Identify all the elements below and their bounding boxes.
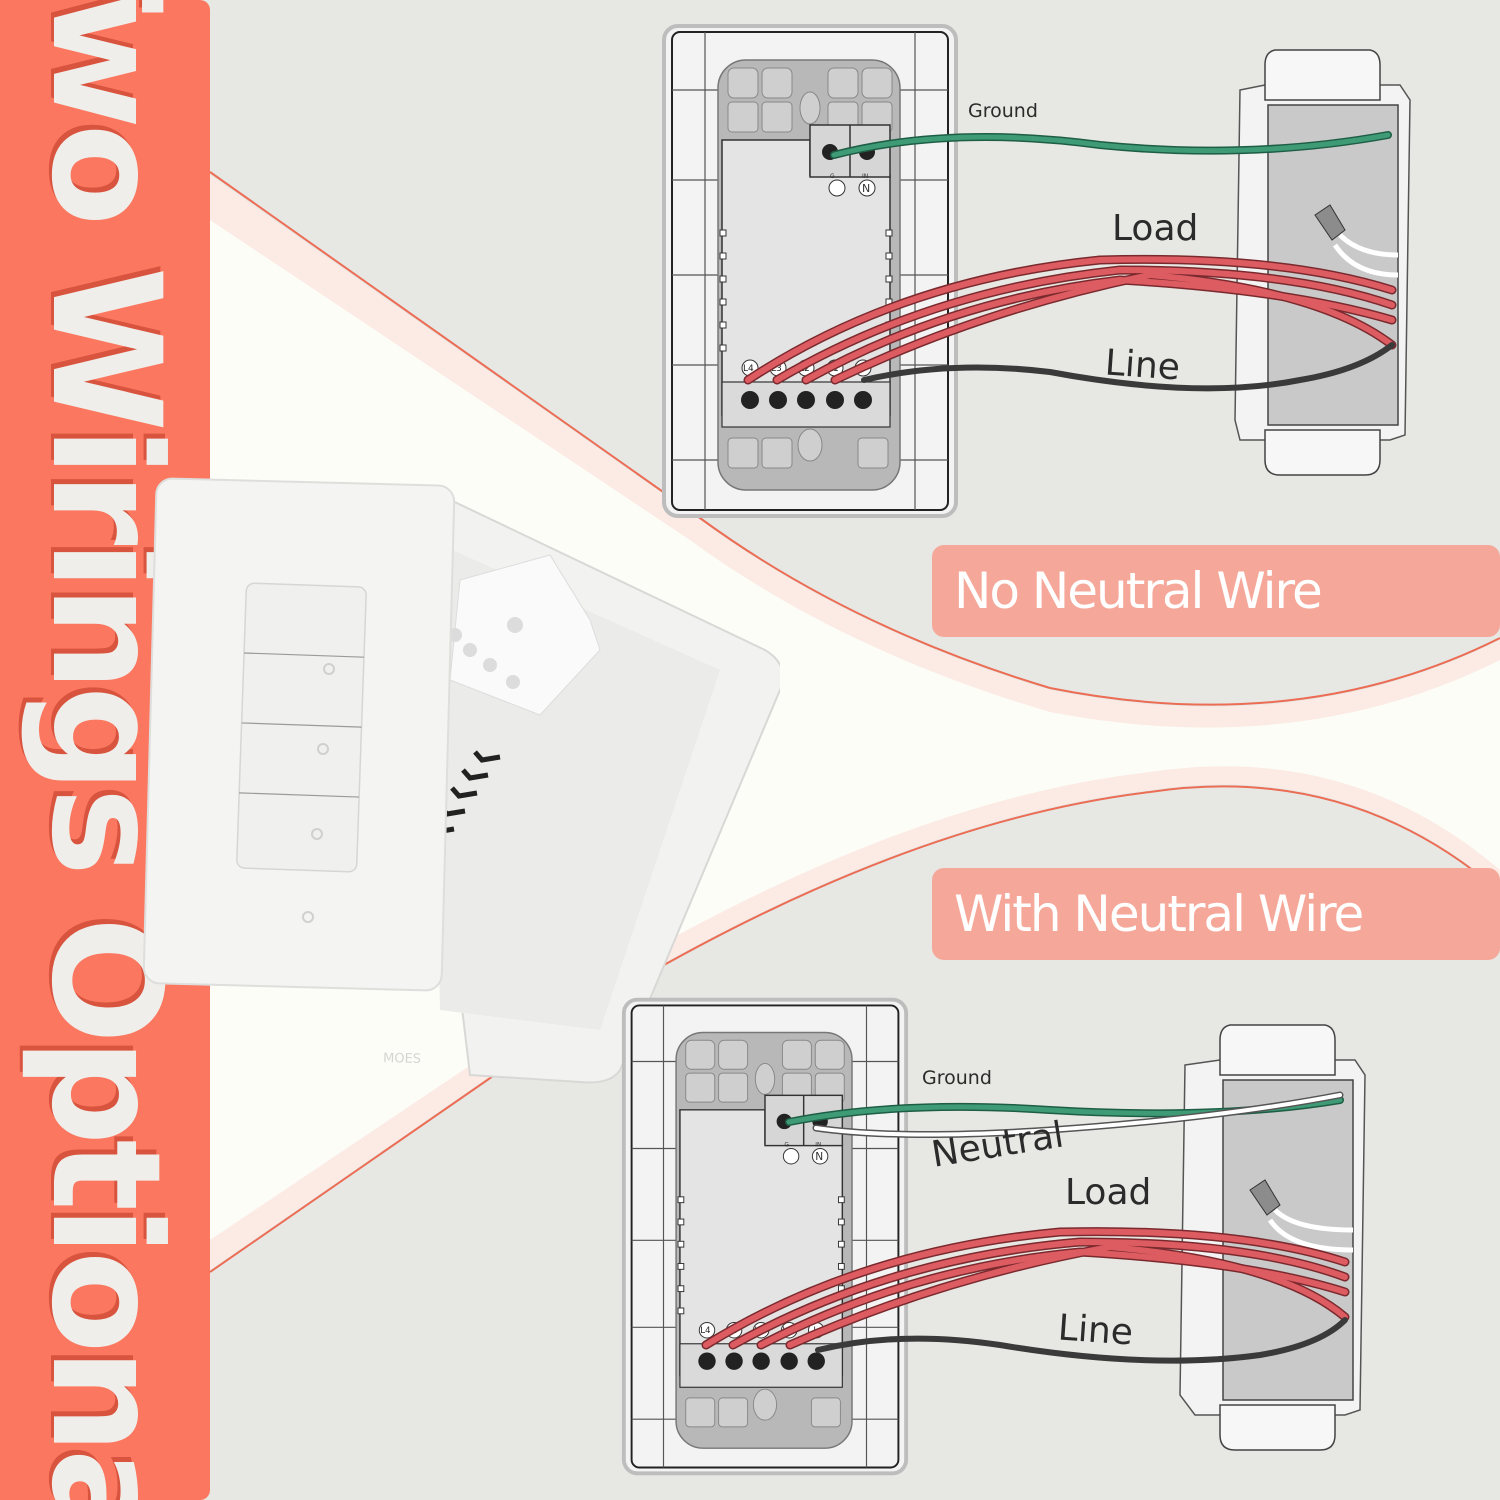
ground-label-top: Ground [968, 100, 1038, 122]
svg-text:N: N [862, 182, 870, 195]
heading-with-neutral: With Neutral Wire [932, 868, 1500, 960]
svg-text:G: G [830, 173, 835, 180]
ground-label-bottom: Ground [922, 1067, 992, 1089]
wires-bottom [701, 1091, 1350, 1364]
svg-text:L4: L4 [700, 1326, 711, 1336]
wall-box-bottom [1179, 1024, 1366, 1451]
led-indicators [302, 663, 335, 923]
svg-text:L4: L4 [743, 364, 754, 374]
load-label-top: Load [1112, 208, 1199, 249]
svg-text:IN: IN [815, 1143, 821, 1149]
svg-text:IN: IN [862, 173, 868, 180]
load-label-bottom: Load [1065, 1172, 1152, 1213]
smart-switch-product: MOES [142, 477, 780, 1084]
line-label-bottom: Line [1056, 1307, 1135, 1354]
heading-no-neutral: No Neutral Wire [932, 545, 1500, 637]
svg-text:G: G [784, 1143, 789, 1149]
wire-nut-icon [1314, 204, 1346, 241]
svg-text:L3: L3 [771, 364, 782, 374]
terminal-block [448, 554, 601, 716]
ground-terminal-icon [828, 179, 846, 197]
wires-top [743, 131, 1397, 392]
button-pad [236, 582, 367, 873]
line-label-top: Line [1103, 342, 1182, 389]
brand-logo: MOES [383, 1051, 421, 1067]
svg-text:N: N [815, 1150, 823, 1163]
